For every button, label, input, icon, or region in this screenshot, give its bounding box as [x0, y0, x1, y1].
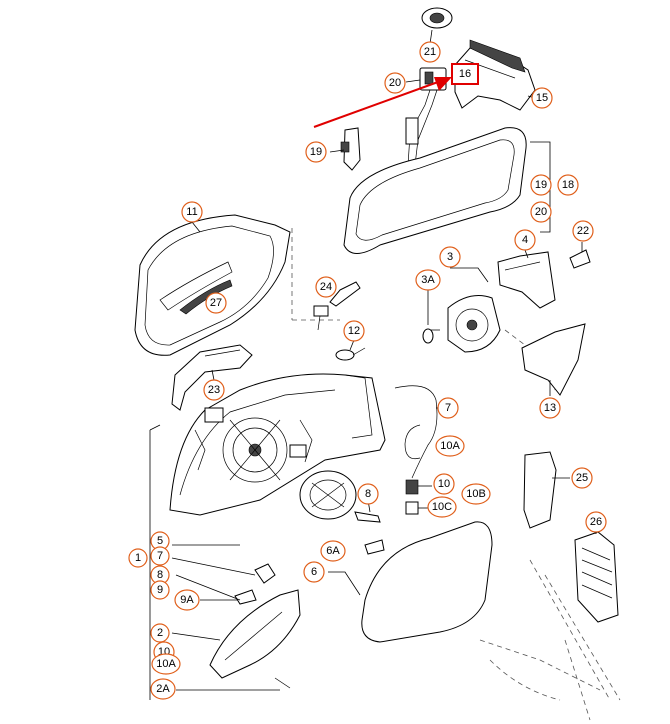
svg-text:21: 21	[424, 46, 436, 58]
callout-2a: 2A	[150, 678, 176, 700]
callout-21: 21	[419, 41, 441, 63]
adjust-motor-assembly	[422, 242, 591, 391]
cover-part-13	[521, 323, 586, 396]
bulb-holder-part-24	[313, 281, 361, 331]
callout-10c: 10C	[427, 496, 457, 518]
svg-text:24: 24	[320, 281, 332, 293]
callout-15: 15	[531, 87, 553, 109]
callout-20-right: 20	[530, 201, 552, 223]
connectors-part-10	[405, 479, 432, 515]
callout-9a: 9A	[174, 589, 200, 611]
callout-4: 4	[514, 229, 536, 251]
side-piece-part-26	[574, 528, 619, 623]
callout-11: 11	[181, 201, 203, 223]
mirror-main-housing	[169, 373, 386, 516]
callout-27: 27	[205, 292, 227, 314]
svg-text:27: 27	[210, 297, 222, 309]
svg-text:2A: 2A	[156, 683, 170, 695]
svg-text:22: 22	[577, 225, 589, 237]
callout-13: 13	[539, 397, 561, 419]
callout-6a: 6A	[320, 540, 346, 562]
rearview-mirror	[343, 127, 551, 254]
svg-text:9A: 9A	[180, 594, 194, 606]
callout-26: 26	[585, 511, 607, 533]
svg-text:16: 16	[459, 68, 471, 80]
svg-text:1: 1	[135, 552, 141, 564]
callout-22: 22	[572, 220, 594, 242]
callout-3: 3	[439, 246, 461, 268]
svg-text:8: 8	[157, 569, 163, 581]
callout-9: 9	[150, 580, 170, 600]
svg-text:18: 18	[562, 179, 574, 191]
svg-text:11: 11	[186, 206, 197, 218]
highlight-16: 16	[451, 63, 479, 85]
red-pointer-arrow	[313, 77, 452, 128]
callout-10a-left: 10A	[151, 653, 181, 675]
svg-text:20: 20	[389, 77, 401, 89]
callout-10a-top: 10A	[435, 435, 465, 457]
svg-text:4: 4	[522, 234, 528, 246]
svg-text:10A: 10A	[156, 658, 176, 670]
svg-text:19: 19	[535, 179, 547, 191]
housing-cap-part-11	[134, 214, 340, 356]
svg-text:7: 7	[157, 550, 163, 562]
cable-part-7	[394, 385, 438, 479]
svg-text:10A: 10A	[440, 440, 460, 452]
svg-text:25: 25	[576, 472, 588, 484]
svg-text:23: 23	[208, 384, 220, 396]
svg-text:5: 5	[157, 535, 163, 547]
callout-3a: 3A	[415, 269, 441, 291]
svg-text:10B: 10B	[466, 488, 486, 500]
callout-7-left: 7	[150, 546, 170, 566]
callout-20-top: 20	[384, 72, 406, 94]
lower-cover-part-2	[209, 563, 301, 689]
callout-1: 1	[128, 548, 148, 568]
screw-part-12	[335, 339, 366, 361]
callout-6: 6	[303, 561, 325, 583]
svg-text:3: 3	[447, 251, 453, 263]
callout-25: 25	[571, 467, 593, 489]
svg-text:8: 8	[365, 488, 371, 500]
svg-text:13: 13	[544, 402, 556, 414]
adjust-disk-part	[299, 470, 381, 523]
bracket-part-23	[171, 344, 253, 411]
callout-19-right: 19	[530, 174, 552, 196]
part-drawings	[134, 7, 621, 721]
svg-text:20: 20	[535, 206, 547, 218]
callout-23: 23	[203, 379, 225, 401]
svg-text:12: 12	[348, 325, 360, 337]
svg-text:15: 15	[536, 92, 548, 104]
callout-19-left: 19	[305, 141, 327, 163]
callout-18: 18	[557, 174, 579, 196]
callout-2: 2	[150, 623, 170, 643]
sensor-part-21	[421, 7, 453, 45]
svg-text:10C: 10C	[432, 501, 452, 513]
left-bracket-leaders	[149, 424, 280, 700]
callout-24: 24	[315, 276, 337, 298]
callout-bubbles: 21 20 15 19 19 18 20 11 27 3 3A 4 22 24 …	[128, 41, 607, 700]
callout-12: 12	[343, 320, 365, 342]
callout-8-left: 8	[150, 565, 170, 585]
svg-text:7: 7	[445, 402, 451, 414]
clip-part-19	[329, 127, 361, 171]
callout-7: 7	[437, 397, 459, 419]
svg-text:19: 19	[310, 146, 322, 158]
svg-text:10: 10	[438, 478, 450, 490]
callout-8-top: 8	[357, 483, 379, 505]
svg-text:3A: 3A	[421, 274, 435, 286]
callout-10: 10	[433, 473, 455, 495]
svg-text:6A: 6A	[326, 545, 340, 557]
svg-text:26: 26	[590, 516, 602, 528]
callout-10b: 10B	[461, 483, 491, 505]
strip-part-25	[523, 451, 570, 529]
svg-text:2: 2	[157, 627, 163, 639]
svg-text:9: 9	[157, 584, 163, 596]
svg-text:6: 6	[311, 566, 317, 578]
mirror-glass-part-6	[328, 521, 493, 643]
car-body-outline	[479, 559, 621, 721]
